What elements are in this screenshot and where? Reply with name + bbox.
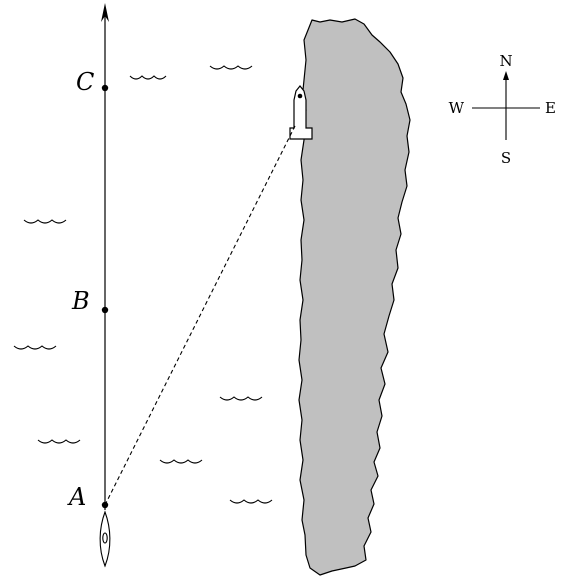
point-c-label: C — [76, 68, 94, 96]
bearing-line — [104, 123, 297, 506]
wave — [229, 499, 273, 504]
compass-west-label: W — [449, 99, 465, 117]
point-a-dot — [101, 501, 109, 509]
point-b-dot — [101, 306, 109, 314]
wave — [209, 65, 253, 70]
coastline-land — [298, 18, 411, 576]
course-arrowhead-icon — [101, 3, 109, 22]
wave — [37, 439, 81, 444]
compass-north-label: N — [499, 52, 512, 70]
ship-icon — [99, 510, 111, 568]
wave — [13, 345, 57, 350]
wave — [129, 75, 167, 80]
lighthouse-icon — [289, 85, 313, 140]
point-b-label: B — [71, 287, 90, 315]
wave — [23, 219, 67, 224]
wave — [219, 396, 263, 401]
compass-east-label: E — [545, 99, 556, 117]
compass-south-label: S — [501, 149, 511, 167]
point-c-dot — [101, 84, 109, 92]
point-a-label: A — [67, 483, 86, 511]
sea-waves — [13, 65, 273, 504]
north-arrowhead-icon — [503, 71, 509, 80]
compass-rose: N S W E — [449, 52, 556, 167]
wave — [159, 459, 203, 464]
